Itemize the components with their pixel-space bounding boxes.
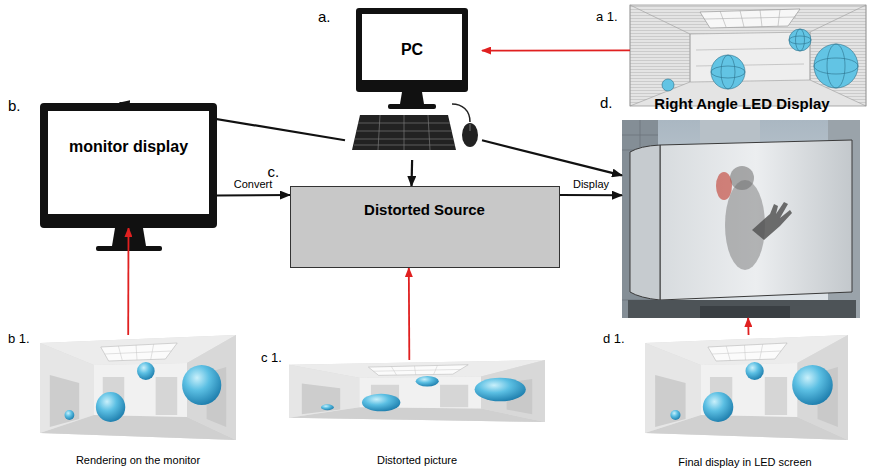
computer-drawing (352, 8, 478, 150)
step-letter: b 1. (8, 331, 30, 347)
computer-node: a.PC (345, 8, 482, 160)
step-letter: a. (318, 8, 331, 26)
room-render (40, 335, 236, 440)
wireframe-scene (630, 5, 866, 106)
led-photo (622, 120, 860, 318)
flow-arrow (560, 194, 622, 196)
distorted-render (289, 360, 545, 422)
step-letter: c 1. (261, 350, 282, 366)
step-letter: d. (600, 94, 613, 112)
box-title: monitor display (48, 137, 209, 156)
box-title: PC (362, 40, 462, 59)
flow-arrow (217, 194, 290, 197)
edge-label: Display (571, 178, 611, 191)
flow-arrow (410, 160, 413, 186)
caption: Distorted picture (289, 454, 545, 467)
pointer-arrow (747, 318, 749, 335)
pointer-arrow (127, 228, 129, 335)
step-letter: b. (8, 97, 21, 115)
panel-heading: Right Angle LED Display (622, 95, 862, 113)
caption: Final display in LED screen (635, 456, 855, 469)
image-panel: c 1.Distorted picture (289, 360, 545, 422)
step-letter: a 1. (596, 9, 618, 25)
pointer-arrow (408, 268, 410, 360)
flow-arrow (482, 140, 622, 175)
process-box: c.Distorted Source (290, 186, 560, 268)
photo-panel: d.Right Angle LED Display (622, 120, 860, 318)
step-letter: d 1. (603, 331, 625, 347)
pointer-arrow (482, 50, 630, 52)
box-title: Distorted Source (291, 201, 558, 219)
final-render (645, 335, 848, 440)
image-panel: b 1.Rendering on the monitor (40, 335, 236, 440)
image-panel: a 1. (630, 5, 866, 106)
monitor-box: b.monitor display (40, 103, 217, 228)
edge-label: Convert (232, 178, 275, 191)
caption: Rendering on the monitor (30, 454, 246, 467)
image-panel: d 1.Final display in LED screen (645, 335, 848, 440)
